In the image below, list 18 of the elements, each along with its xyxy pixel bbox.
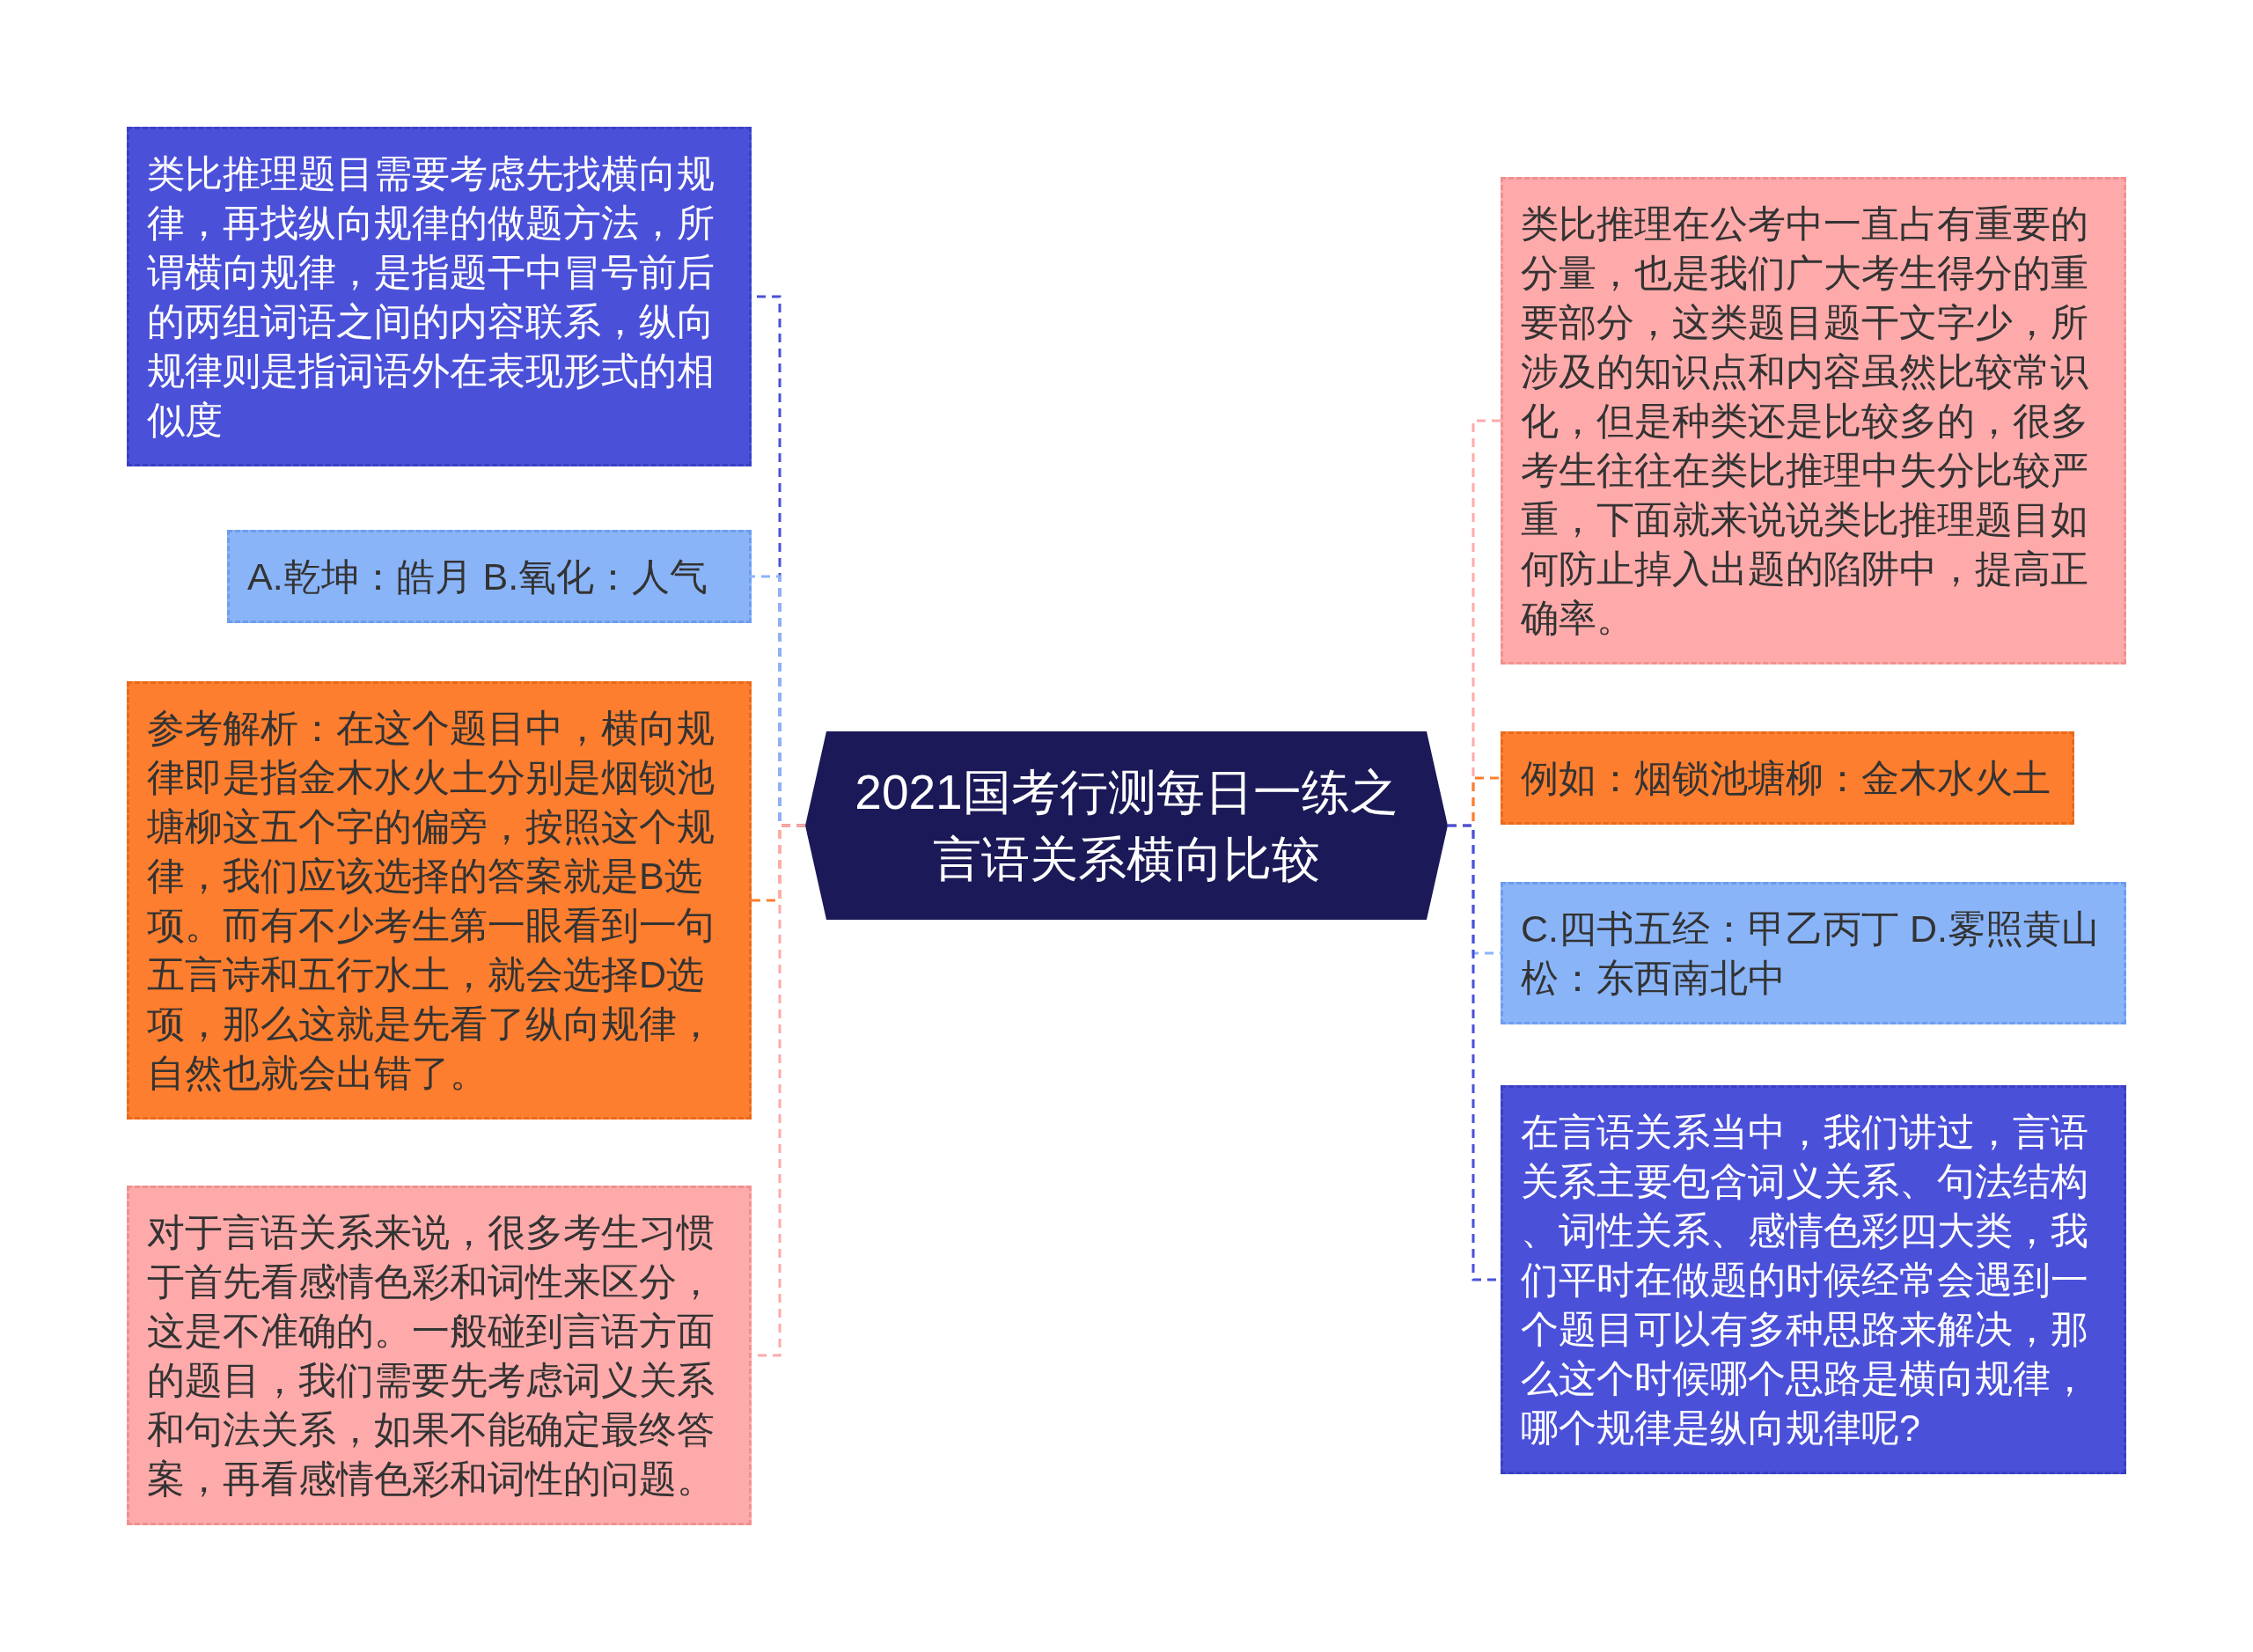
note-text: 类比推理在公考中一直占有重要的分量，也是我们广大考生得分的重要部分，这类题目题干文字少，所涉及的知识点和内容虽然比较常识化，但是种类还是比较多的，很多考生往往在类比推理中失分比较严重，下面就来说说类比推理题目如何防止掉入出题的陷阱中，提高正确率。 [1521, 202, 2089, 641]
topic-note-box [1501, 882, 2126, 1024]
topic-note-box [1501, 177, 2126, 664]
central-topic-text: 2021国考行测每日一练之言语关系横向比较 [854, 764, 1399, 888]
central-topic-hexagon [805, 731, 1448, 920]
topic-note-box [1501, 731, 2074, 825]
topic-note-box [127, 681, 752, 1120]
note-text: 对于言语关系来说，很多考生习惯于首先看感情色彩和词性来区分，这是不准确的。一般碰到言语方面的题目，我们需要先考虑词义关系和句法关系，如果不能确定最终答案，再看感情色彩和词性的问题。 [147, 1210, 716, 1501]
note-text: C.四书五经：甲乙丙丁 D.雾照黄山松：东西南北中 [1521, 907, 2100, 1001]
topic-note-box [227, 530, 752, 623]
note-text: 例如：烟锁池塘柳：金木水火土 [1521, 756, 2051, 801]
note-text: 在言语关系当中，我们讲过，言语关系主要包含词义关系、句法结构、词性关系、感情色彩四大类，我们平时在做题的时候经常会遇到一个题目可以有多种思路来解决，那么这个时候哪个思路是横向规律，哪个规律是纵向规律呢? [1521, 1110, 2089, 1450]
topic-note-box [1501, 1085, 2126, 1474]
topic-note-box [127, 1186, 752, 1525]
note-text: 参考解析：在这个题目中，横向规律即是指金木水火土分别是烟锁池塘柳这五个字的偏旁，按照这个规律，我们应该选择的答案就是B选项。而有不少考生第一眼看到一句五言诗和五行水土，就会选择D选项，那么这就是先看了纵向规律，自然也就会出错了。 [147, 706, 716, 1096]
note-text: 类比推理题目需要考虑先找横向规律，再找纵向规律的做题方法，所谓横向规律，是指题干中冒号前后的两组词语之间的内容联系，纵向规律则是指词语外在表现形式的相似度 [147, 151, 716, 443]
topic-note-box [127, 127, 752, 466]
note-text: A.乾坤：皓月 B.氧化：人气 [247, 554, 709, 599]
